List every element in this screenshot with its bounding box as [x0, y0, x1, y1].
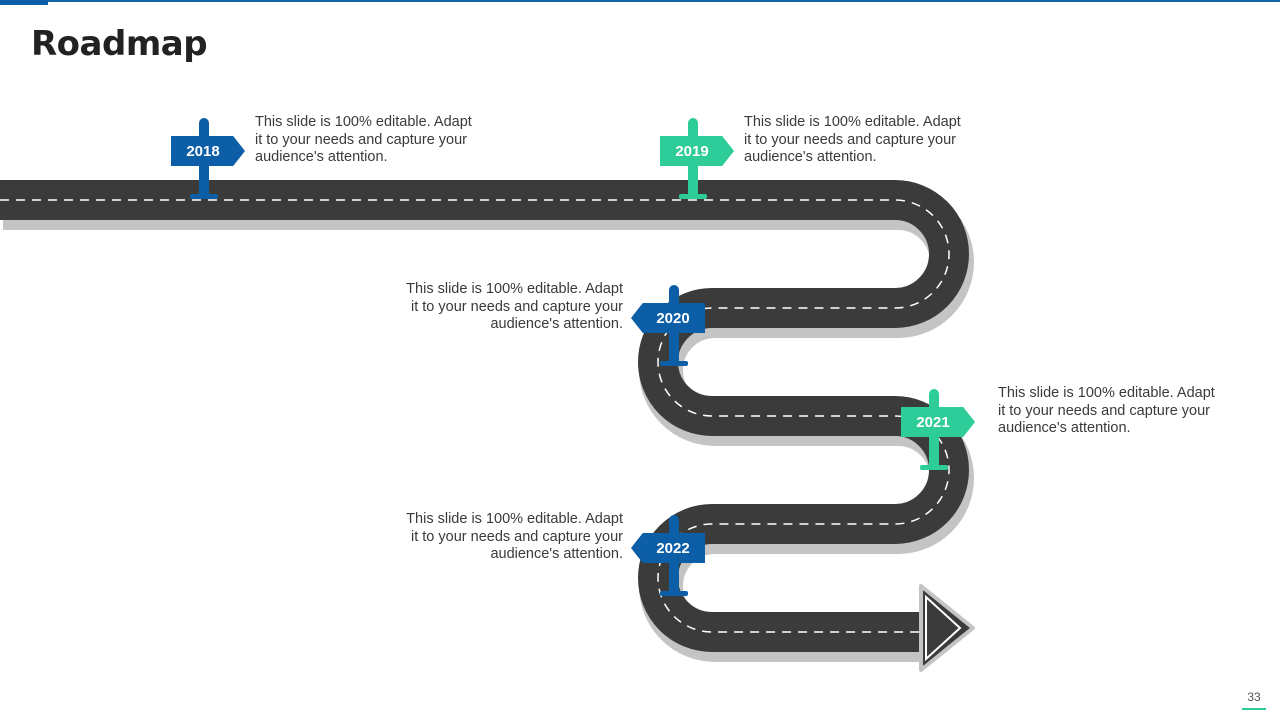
- page-number: 33: [1247, 690, 1261, 704]
- milestone-2020-signpost: 2020: [629, 285, 719, 375]
- signpost-pole: [199, 166, 209, 194]
- milestone-2022-description: This slide is 100% editable. Adapt it to…: [406, 511, 623, 562]
- top-rule: [0, 0, 1280, 2]
- milestone-2018-description: This slide is 100% editable. Adapt it to…: [255, 114, 472, 165]
- milestone-2021-description: This slide is 100% editable. Adapt it to…: [998, 385, 1215, 436]
- signpost-top: [199, 118, 209, 138]
- signpost-top: [929, 389, 939, 409]
- signpost-top: [669, 515, 679, 535]
- year-label-2018: 2018: [171, 136, 245, 166]
- top-accent-bar: [0, 0, 48, 5]
- signpost-top: [669, 285, 679, 305]
- year-label-2019: 2019: [660, 136, 734, 166]
- milestone-2022-signpost: 2022: [629, 515, 719, 605]
- road-arrow-inner-outline: [925, 594, 962, 662]
- road-arrow-head: [919, 584, 975, 672]
- milestone-2019-signpost: 2019: [648, 118, 738, 208]
- milestone-2018-signpost: 2018: [159, 118, 249, 208]
- signpost-pole: [669, 563, 679, 591]
- year-label-2022: 2022: [631, 533, 705, 563]
- page-number-underline: [1242, 708, 1266, 710]
- road-center-line: [0, 199, 950, 633]
- milestone-2021-signpost: 2021: [889, 389, 979, 479]
- slide-title: Roadmap: [31, 24, 208, 64]
- signpost-base: [660, 591, 688, 596]
- signpost-top: [688, 118, 698, 138]
- year-label-2020: 2020: [631, 303, 705, 333]
- signpost-pole: [669, 333, 679, 361]
- signpost-base: [679, 194, 707, 199]
- signpost-base: [660, 361, 688, 366]
- milestone-2020-description: This slide is 100% editable. Adapt it to…: [406, 281, 623, 332]
- signpost-base: [190, 194, 218, 199]
- signpost-pole: [929, 437, 939, 465]
- signpost-base: [920, 465, 948, 470]
- signpost-pole: [688, 166, 698, 194]
- year-label-2021: 2021: [901, 407, 975, 437]
- milestone-2019-description: This slide is 100% editable. Adapt it to…: [744, 114, 961, 165]
